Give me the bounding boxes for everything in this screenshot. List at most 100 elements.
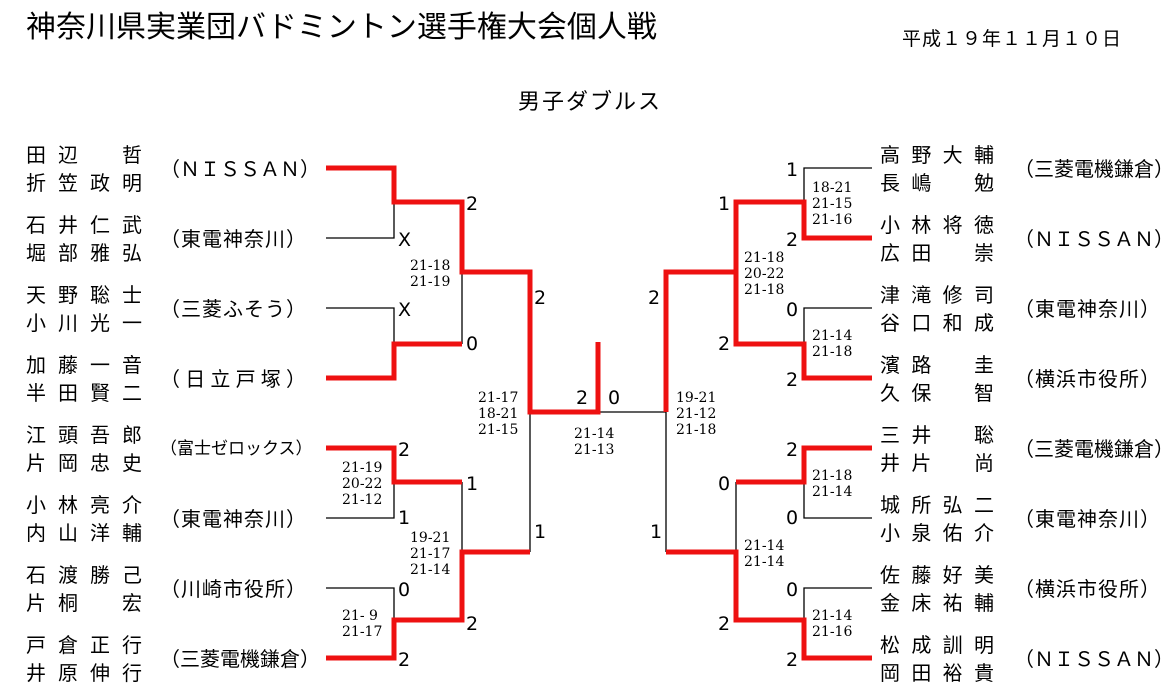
left-entry-6-team: （東電神奈川）: [160, 507, 306, 531]
right-entry-7-team: （横浜市役所）: [1014, 577, 1160, 601]
game-count: 2: [718, 333, 731, 355]
winner-path: [736, 445, 872, 485]
right-entry-8-team: （ＮＩＳＳＡＮ）: [1014, 647, 1174, 671]
game-count: 1: [466, 473, 479, 495]
game-count: 1: [718, 193, 731, 215]
game-count: 0: [608, 387, 621, 409]
left-entry-5-player2: 片岡忠史: [26, 451, 142, 475]
left-entry-7-player2: 片桐 宏: [26, 591, 142, 615]
game-count: 1: [650, 521, 663, 543]
winner-path: [326, 445, 462, 485]
winner-path: [326, 549, 530, 661]
right-entry-1-player2: 長嶋 勉: [880, 171, 994, 195]
winner-path: [733, 272, 872, 381]
left-entry-7-player1: 石渡勝己: [26, 563, 142, 587]
right-entry-2-player1: 小林将徳: [880, 213, 994, 237]
game-count: 2: [786, 229, 799, 251]
winner-path: [326, 165, 601, 415]
game-count: 0: [398, 579, 411, 601]
game-count: 2: [648, 287, 661, 309]
left-entry-2-player2: 堀部雅弘: [26, 241, 142, 265]
right-entry-3-player2: 谷口和成: [880, 311, 994, 335]
game-count: 0: [786, 507, 799, 529]
left-entry-8-player2: 井原伸行: [26, 661, 142, 685]
right-entry-2-player2: 広田 崇: [880, 241, 994, 265]
left-entry-6-player1: 小林亮介: [26, 493, 142, 517]
game-count: 2: [786, 369, 799, 391]
game-count: 1: [534, 521, 547, 543]
left-entry-5-team: （富士ゼロックス）: [160, 439, 313, 459]
bracket-line: [326, 307, 395, 378]
left-entry-7-team: （川崎市役所）: [160, 577, 306, 601]
right-entry-4-player1: 濱路 圭: [880, 353, 994, 377]
game-count: X: [398, 299, 412, 321]
game-count: 2: [398, 649, 411, 671]
left-entry-3-team: （三菱ふそう）: [160, 297, 306, 321]
left-entry-3-player1: 天野聡士: [26, 283, 142, 307]
winner-path: [326, 341, 462, 381]
game-count: 2: [534, 287, 547, 309]
right-entry-1-team: （三菱電機鎌倉）: [1014, 157, 1174, 181]
game-count: 2: [576, 387, 589, 409]
left-entry-4-player2: 半田賢二: [26, 381, 142, 405]
right-entry-4-team: （横浜市役所）: [1014, 367, 1160, 391]
right-entry-3-team: （東電神奈川）: [1014, 297, 1160, 321]
bracket-line: [326, 168, 395, 239]
left-entry-4-team: （日立戸塚）: [160, 367, 306, 391]
game-count: 2: [466, 193, 479, 215]
game-count: 2: [466, 613, 479, 635]
tournament-date: 平成１９年１１月１０日: [902, 28, 1123, 50]
left-entry-1-player2: 折笠政明: [26, 171, 142, 195]
right-entry-3-player1: 津滝修司: [880, 283, 994, 307]
game-count: 2: [718, 613, 731, 635]
game-count: 2: [398, 439, 411, 461]
left-entry-2-player1: 石井仁武: [26, 213, 142, 237]
left-entry-6-player2: 内山洋輔: [26, 521, 142, 545]
right-entry-6-player1: 城所弘二: [880, 493, 994, 517]
left-entry-4-player1: 加藤一音: [26, 353, 142, 377]
right-entry-6-player2: 小泉佑介: [880, 521, 994, 545]
game-count: 0: [466, 333, 479, 355]
left-entry-5-player1: 江頭吾郎: [26, 423, 142, 447]
right-entry-1-player1: 高野大輔: [880, 143, 994, 167]
game-count: 0: [786, 299, 799, 321]
right-entry-5-player2: 井片 尚: [880, 451, 994, 475]
winner-path: [666, 549, 872, 661]
event-title: 男子ダブルス: [518, 90, 663, 115]
left-entry-2-team: （東電神奈川）: [160, 227, 306, 251]
right-entry-8-player2: 岡田裕貴: [880, 661, 994, 685]
winner-path: [663, 199, 872, 412]
page-title: 神奈川県実業団バドミントン選手権大会個人戦: [26, 10, 657, 45]
left-entry-8-player1: 戸倉正行: [26, 633, 142, 657]
game-count: X: [398, 229, 412, 251]
left-entry-3-player2: 小川光一: [26, 311, 142, 335]
right-entry-5-team: （三菱電機鎌倉）: [1014, 437, 1174, 461]
right-entry-4-player2: 久保 智: [880, 381, 994, 405]
right-entry-2-team: （ＮＩＳＳＡＮ）: [1014, 227, 1174, 251]
right-entry-8-player1: 松成訓明: [880, 633, 994, 657]
game-count: 2: [786, 649, 799, 671]
game-count: 1: [398, 507, 411, 529]
right-entry-6-team: （東電神奈川）: [1014, 507, 1160, 531]
right-entry-7-player1: 佐藤好美: [880, 563, 994, 587]
right-entry-5-player1: 三井 聡: [880, 423, 994, 447]
left-entry-8-team: （三菱電機鎌倉）: [160, 647, 320, 671]
left-entry-1-team: （ＮＩＳＳＡＮ）: [160, 157, 320, 181]
game-count: 0: [786, 579, 799, 601]
left-entry-1-player1: 田辺 哲: [26, 143, 142, 167]
